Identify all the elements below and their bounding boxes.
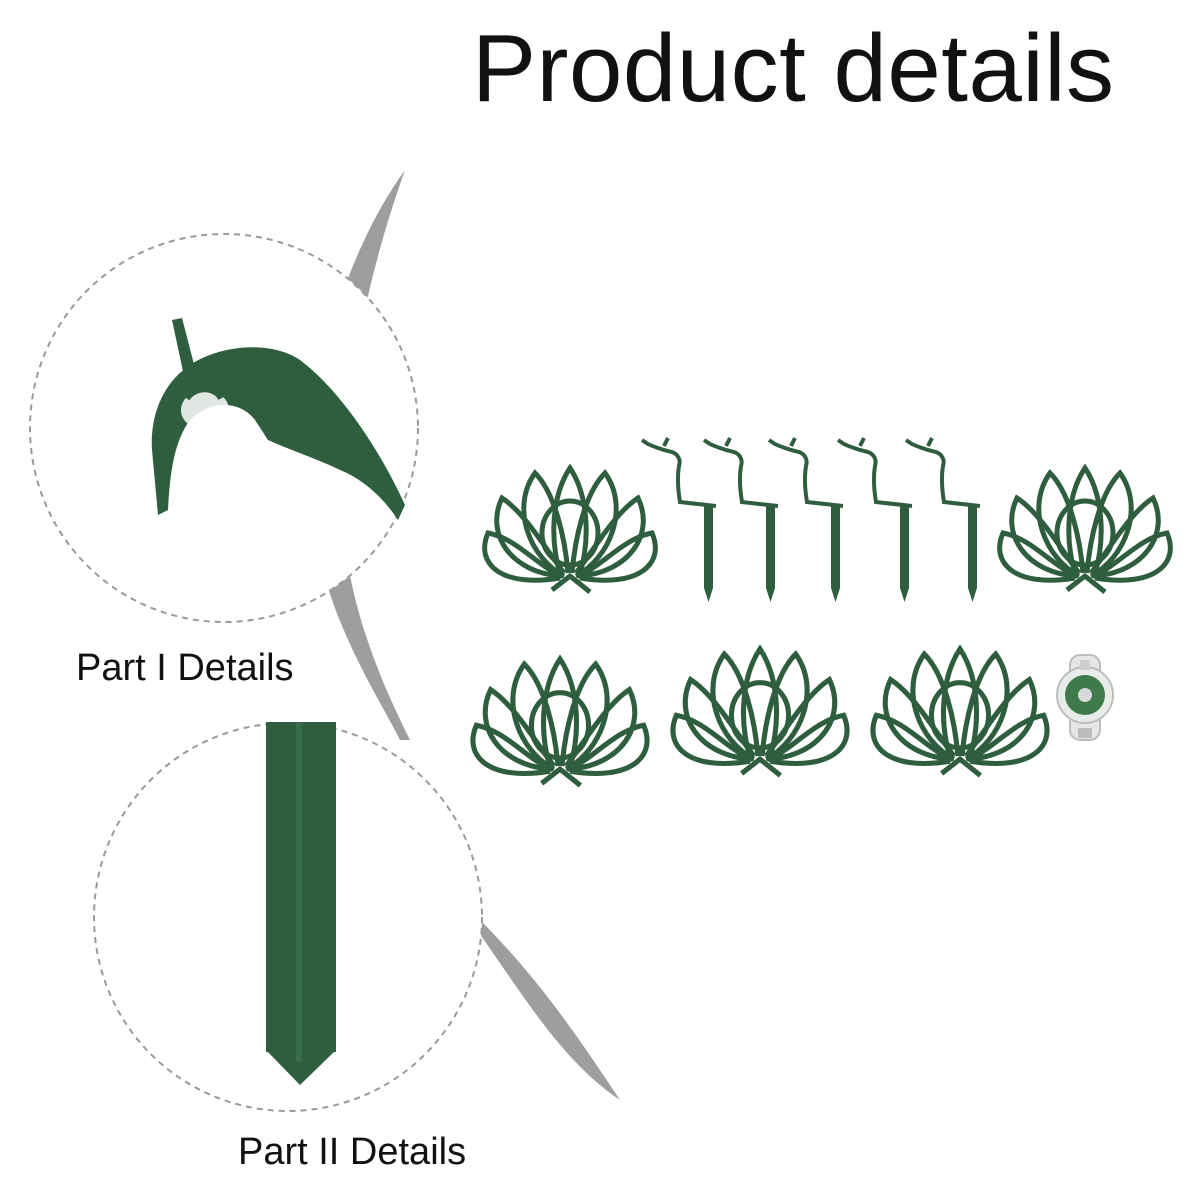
part-1-label: Part I Details xyxy=(76,647,294,689)
part-2-label: Part II Details xyxy=(238,1131,467,1173)
detail-circle-part-1 xyxy=(29,233,419,623)
peacock-head-hook-icon xyxy=(151,318,405,520)
gray-accent-arc-bottom xyxy=(470,920,620,1100)
gray-accent-arc-top xyxy=(311,170,410,740)
peacock-stake-icon xyxy=(640,436,982,604)
stake-tip-icon xyxy=(266,722,336,1085)
page-title: Product details xyxy=(472,15,1115,122)
flower-support-ring-icon xyxy=(473,468,1170,785)
garden-twist-tie-reel-icon xyxy=(1056,654,1114,741)
